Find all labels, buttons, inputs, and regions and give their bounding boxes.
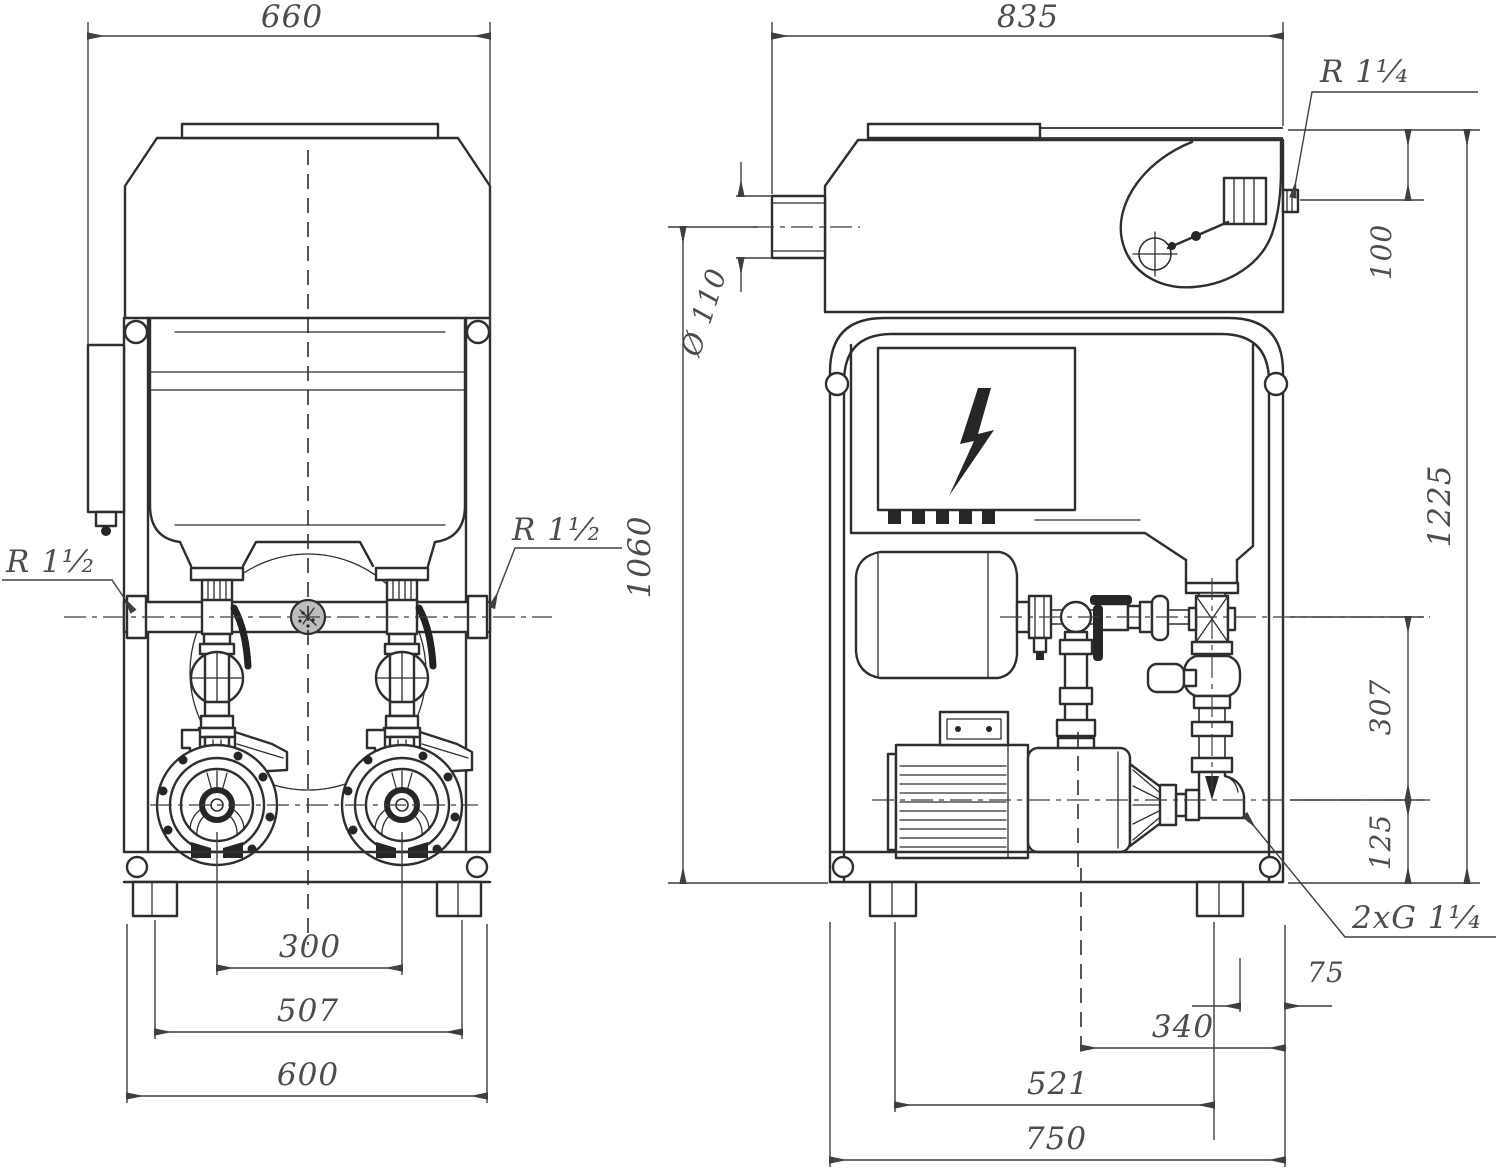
- dim-foot-to-pipe-axis: 521: [1027, 1066, 1089, 1102]
- dim-overall-width: 660: [261, 0, 323, 35]
- float-valve-thread: [1281, 188, 1300, 214]
- front-centerlines: [64, 150, 552, 945]
- dim-overall-height: 1225: [1422, 465, 1458, 548]
- dim-inlet-axis-height: 1060: [622, 516, 658, 599]
- front-base: [122, 850, 492, 918]
- dim-manifold-to-pump-axis: 307: [1364, 679, 1397, 735]
- dim-foot-spacing: 507: [277, 993, 339, 1029]
- dim-base-width: 600: [277, 1057, 339, 1093]
- label-manifold-connection-left: R 1¹⁄₂: [5, 544, 95, 580]
- tank-lid: [180, 122, 440, 140]
- valve-handle: [1146, 662, 1186, 694]
- cable-gland: [101, 526, 111, 536]
- foot-right: [435, 880, 483, 918]
- lightning-bolt-icon: [949, 388, 994, 496]
- control-box-side-profile: [86, 343, 126, 536]
- side-base: [828, 850, 1285, 918]
- dim-base-depth: 750: [1025, 1121, 1087, 1157]
- control-box: [876, 346, 1077, 524]
- foot-front: [868, 880, 918, 918]
- float-valve-assembly: [1119, 140, 1300, 289]
- label-float-valve-connection: R 1¹⁄₄: [1319, 54, 1409, 90]
- side-thread-labels: R 1¹⁄₄ 2xG 1¹⁄₄: [1241, 54, 1496, 938]
- foot-rear: [1195, 880, 1245, 918]
- dim-pump-spacing: 300: [279, 929, 341, 965]
- cable-gland: [936, 510, 949, 524]
- dim-top-to-float-valve: 100: [1365, 224, 1398, 280]
- dim-pump-axis-to-base: 125: [1364, 814, 1397, 870]
- dim-pipe-axis-to-edge: 75: [1307, 956, 1345, 989]
- dim-overall-depth: 835: [997, 0, 1059, 35]
- cable-gland: [912, 510, 925, 524]
- discharge-elbow: [1197, 770, 1246, 820]
- frame-tube-end-left: [123, 319, 149, 345]
- float-valve-body: [1222, 176, 1268, 226]
- terminal-box: [938, 710, 1010, 747]
- frame-tube-end-right: [465, 319, 491, 345]
- cable-gland: [982, 510, 995, 524]
- front-dimensions: 660 300 507 600: [87, 0, 491, 1103]
- label-pump-union-connections: 2xG 1¹⁄₄: [1351, 900, 1482, 936]
- pipe-grommet: [1150, 594, 1170, 642]
- cable-gland: [888, 510, 901, 524]
- front-frame: [122, 316, 492, 854]
- cable-gland: [959, 510, 972, 524]
- valve-lever: [1090, 595, 1132, 605]
- label-manifold-connection-right: R 1¹⁄₂: [511, 512, 601, 548]
- dim-center-to-edge: 340: [1152, 1009, 1214, 1045]
- suction-pipe-assembly: [1146, 581, 1246, 822]
- foot-left: [131, 880, 179, 918]
- pump-side-view: [886, 710, 1178, 860]
- diaphragm-tank: [854, 550, 1031, 680]
- side-dimensions: 835 Ø 110 1060 1225 100 307 125 75: [622, 0, 1480, 1167]
- side-view: 835 Ø 110 1060 1225 100 307 125 75: [622, 0, 1496, 1167]
- front-view: 660 300 507 600 R 1¹⁄₂ R 1¹⁄₂: [2, 0, 622, 1103]
- side-frame: [824, 316, 1289, 884]
- tank-lid-side: [866, 122, 1042, 140]
- front-thread-labels: R 1¹⁄₂ R 1¹⁄₂: [2, 512, 622, 614]
